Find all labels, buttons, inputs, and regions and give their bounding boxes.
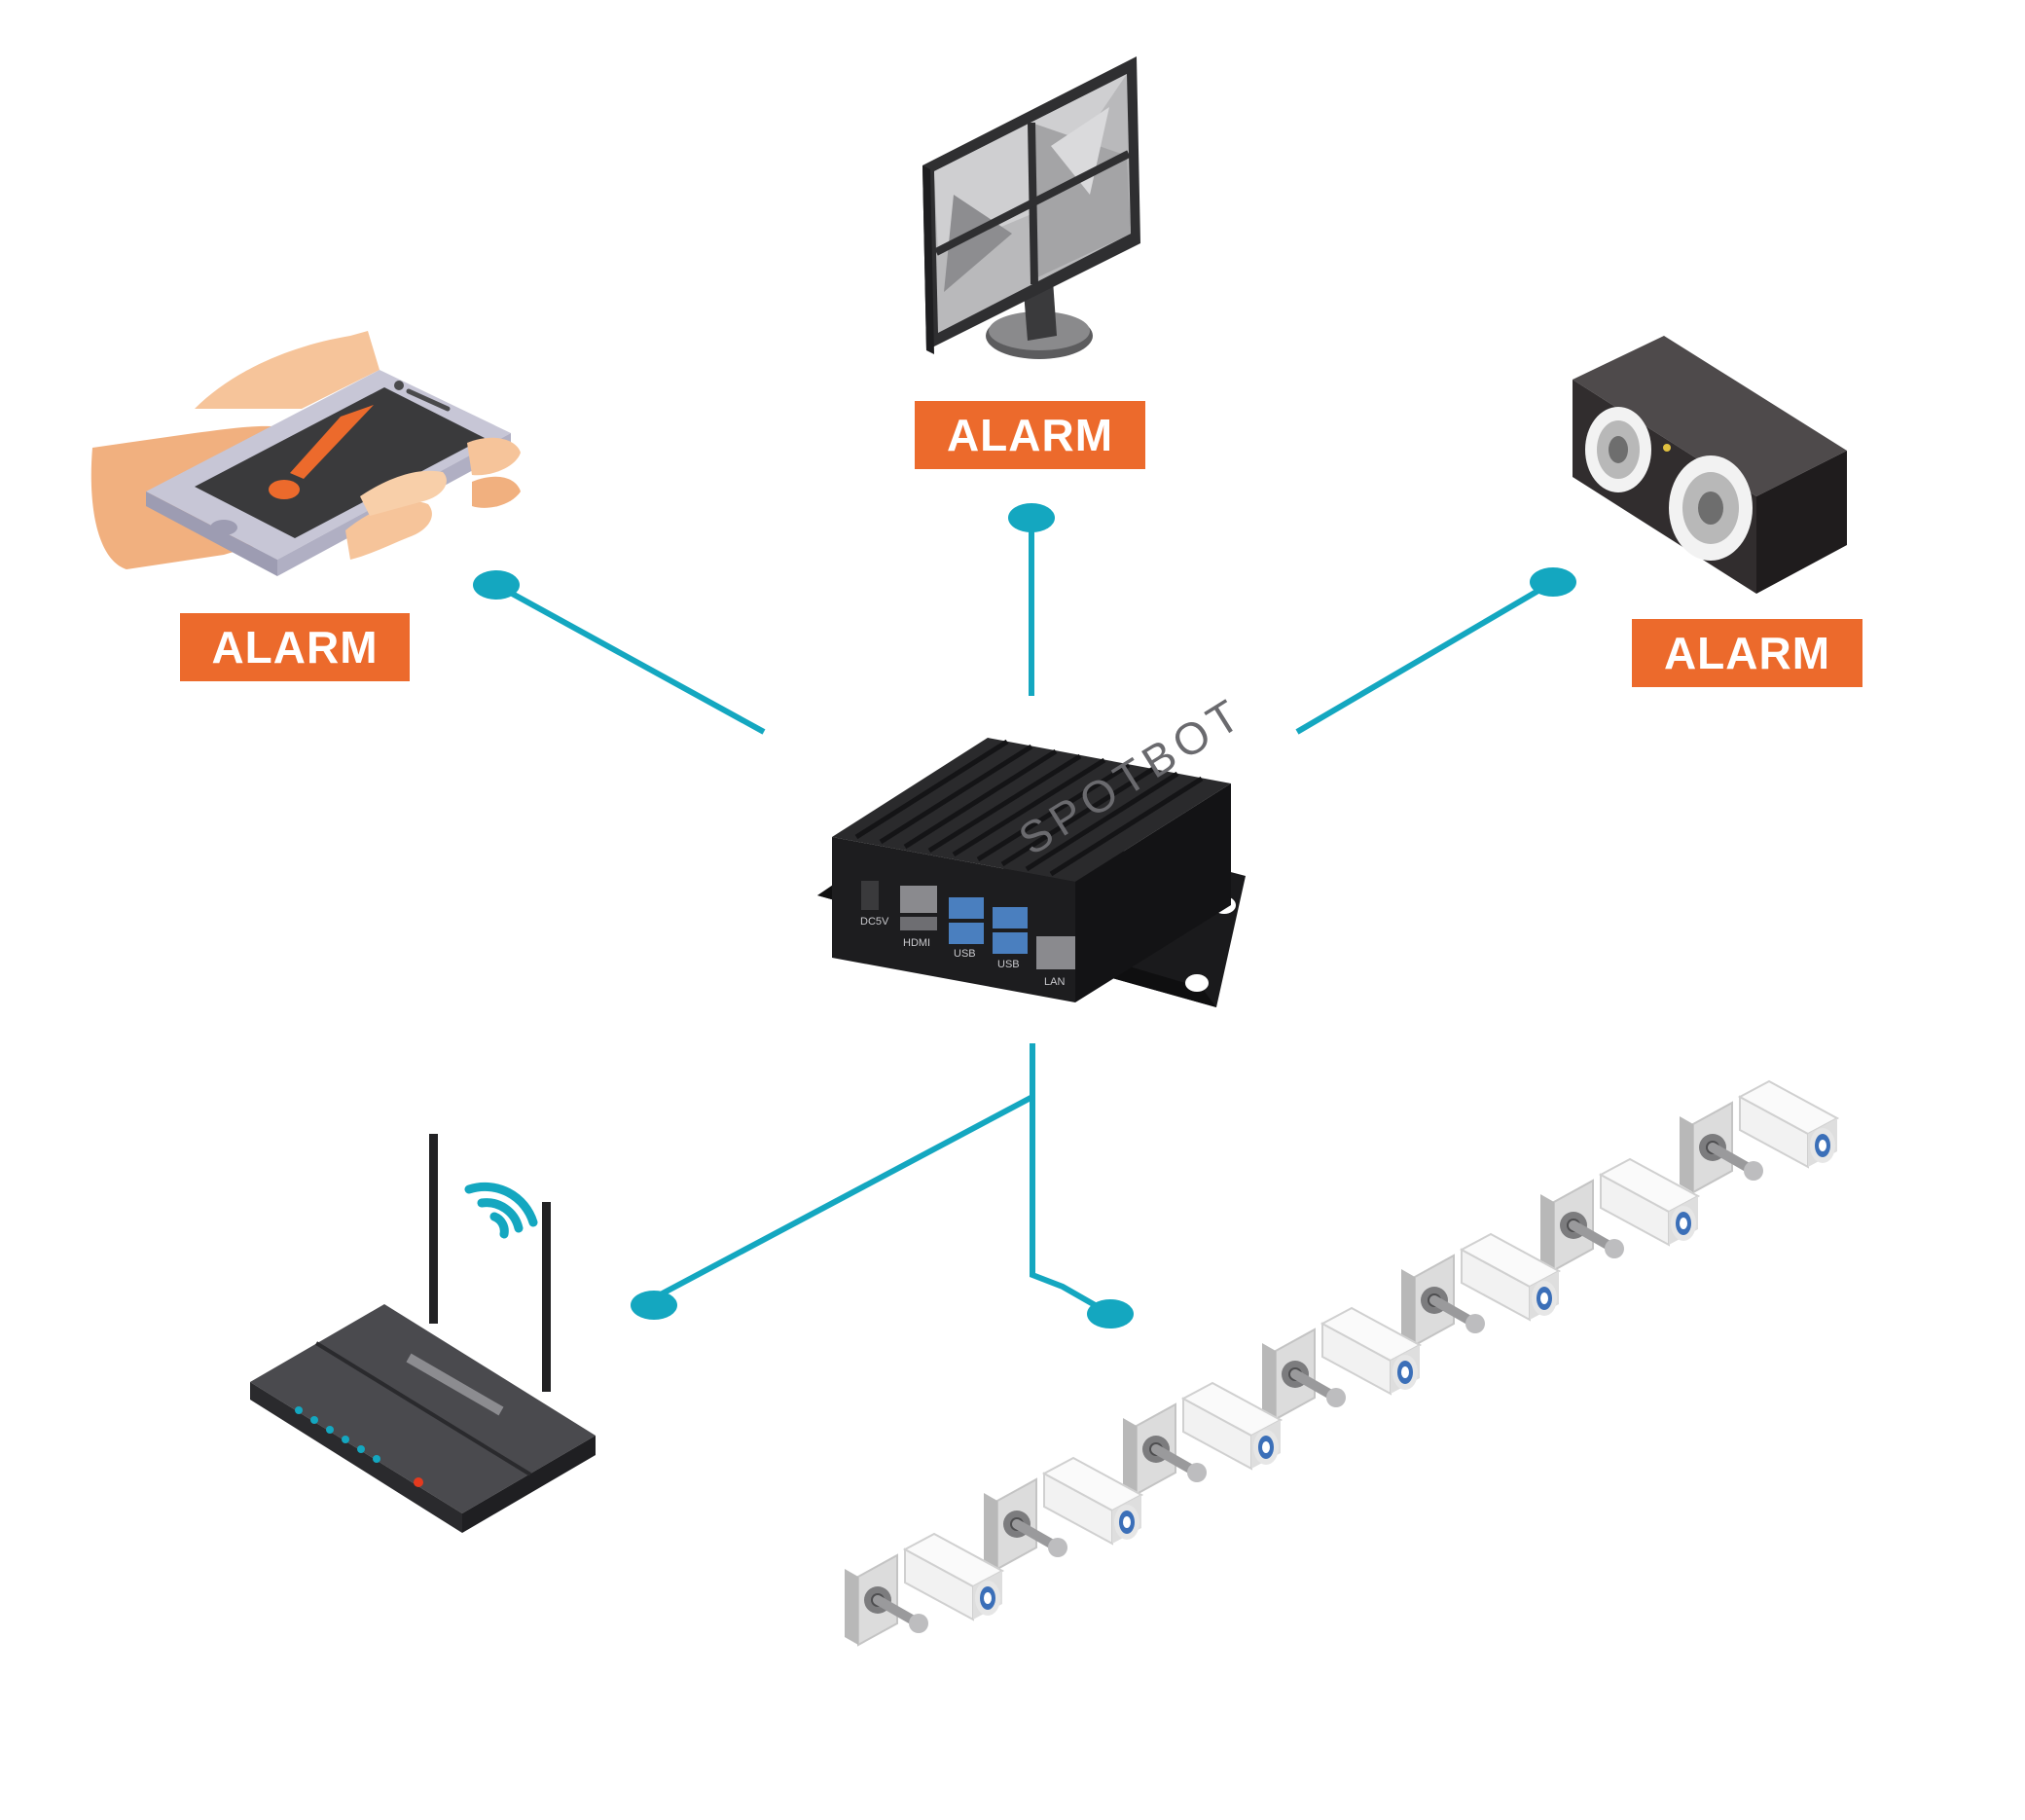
security-camera-icon bbox=[984, 1458, 1141, 1569]
security-cameras bbox=[845, 1081, 1837, 1645]
security-camera-icon bbox=[1262, 1308, 1420, 1419]
port-usb-2 bbox=[993, 907, 1028, 928]
connector-dot-cameras bbox=[1087, 1299, 1134, 1329]
connector-dot-monitor bbox=[1008, 503, 1055, 532]
wifi-router-icon bbox=[250, 1134, 596, 1533]
port-hdmi-label: HDMI bbox=[903, 937, 930, 949]
alarm-label-monitor: ALARM bbox=[915, 401, 1145, 469]
port-power-label: DC5V bbox=[860, 916, 889, 928]
security-camera-icon bbox=[1401, 1234, 1559, 1345]
connector-dots bbox=[473, 503, 1576, 1329]
port-hdmi bbox=[900, 886, 937, 913]
connector-phone bbox=[494, 582, 766, 735]
security-camera-icon bbox=[1680, 1081, 1837, 1192]
port-power bbox=[861, 881, 879, 910]
wifi-signal-icon bbox=[464, 1182, 538, 1239]
port-lan-label: LAN bbox=[1044, 976, 1065, 988]
alarm-label-speaker: ALARM bbox=[1632, 619, 1862, 687]
security-camera-icon bbox=[845, 1534, 1002, 1645]
connector-cameras bbox=[1030, 1043, 1112, 1317]
smartphone-alert-icon bbox=[90, 331, 521, 576]
security-camera-icon bbox=[1540, 1159, 1698, 1270]
connector-router bbox=[640, 1094, 1034, 1307]
connector-dot-speaker bbox=[1530, 567, 1576, 597]
speaker-icon bbox=[1573, 336, 1847, 594]
cctv-monitor-icon bbox=[922, 56, 1140, 359]
spotbot-hub: SPOTBOT DC5V HDMI USB USB LAN bbox=[817, 687, 1252, 1007]
port-lan bbox=[1036, 936, 1075, 969]
connectors bbox=[494, 518, 1555, 1317]
port-usb-1-label: USB bbox=[954, 948, 976, 960]
alarm-label-phone: ALARM bbox=[180, 613, 410, 681]
connector-dot-phone bbox=[473, 570, 520, 600]
connector-speaker bbox=[1295, 579, 1555, 735]
connector-dot-router bbox=[631, 1291, 677, 1320]
port-usb-2-label: USB bbox=[997, 959, 1020, 970]
port-usb-1 bbox=[949, 897, 984, 919]
security-camera-icon bbox=[1123, 1383, 1281, 1494]
